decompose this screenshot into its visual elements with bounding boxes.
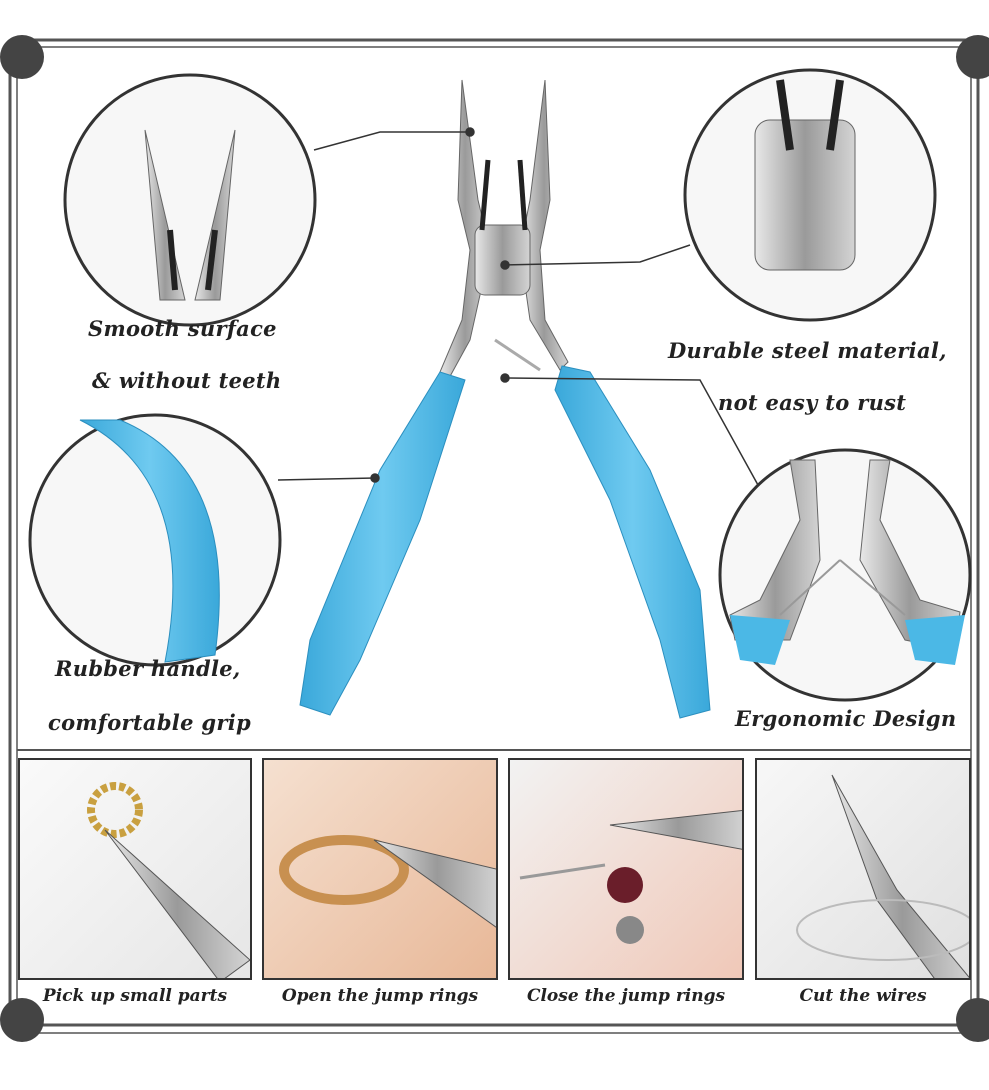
callout-ergonomic: Ergonomic Design xyxy=(735,706,957,731)
callout-durable-line1: Durable steel material, xyxy=(668,338,947,363)
use-photo-cut-wires xyxy=(755,758,971,980)
callout-rubber-line1: Rubber handle, xyxy=(55,656,241,681)
callout-smooth-line1: Smooth surface xyxy=(88,316,277,341)
use-photo-open-rings xyxy=(262,758,498,980)
callout-smooth-line2: & without teeth xyxy=(92,368,282,393)
use-label-cut-wires: Cut the wires xyxy=(799,986,927,1006)
corner-dots xyxy=(0,35,989,1042)
use-label-open-rings: Open the jump rings xyxy=(281,986,479,1006)
use-label-close-rings: Close the jump rings xyxy=(526,986,726,1006)
detail-circle-ergonomic xyxy=(718,448,972,702)
main-pliers xyxy=(299,79,711,719)
detail-circle-handle xyxy=(28,413,282,667)
callout-rubber-line2: comfortable grip xyxy=(48,710,251,735)
frame xyxy=(8,38,980,1034)
detail-circle-joint xyxy=(683,68,937,322)
use-photo-pick-up xyxy=(18,758,252,980)
use-label-pick-up: Pick up small parts xyxy=(42,986,228,1006)
detail-circle-tips xyxy=(63,73,317,327)
leader-lines xyxy=(277,127,759,486)
callout-durable-line2: not easy to rust xyxy=(718,390,907,415)
use-photo-close-rings xyxy=(508,758,744,980)
